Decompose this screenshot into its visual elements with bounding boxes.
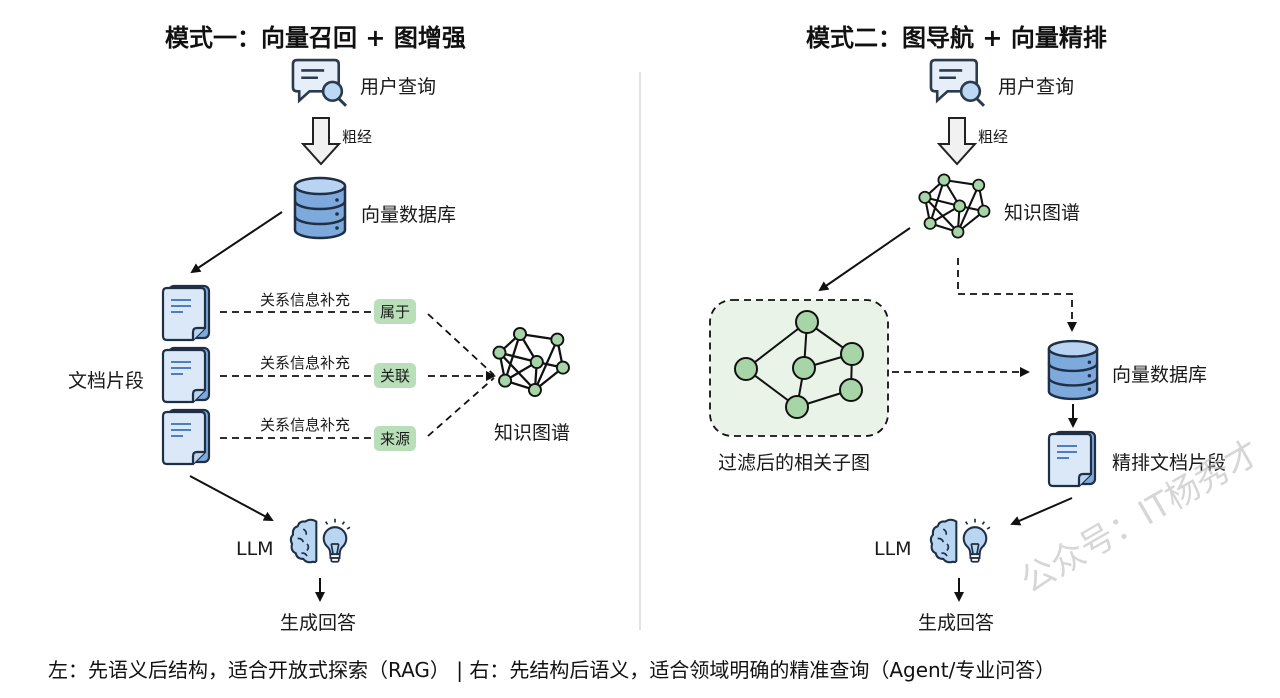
relation-tag-associated: 关联	[374, 363, 417, 388]
kg-to-db-dashed-line	[957, 258, 1077, 332]
relation-label: 关系信息补充	[260, 291, 351, 309]
subgraph-icon	[734, 310, 864, 419]
coarse-arrow-icon	[300, 117, 342, 166]
footer-summary: 左：先语义后结构，适合开放式探索（RAG） | 右：先结构后语义，适合领域明确的…	[48, 658, 1056, 682]
right-knowledge-graph-label: 知识图谱	[1004, 202, 1081, 224]
arrow-docs-to-llm	[1010, 497, 1073, 526]
right-answer-label: 生成回答	[918, 612, 995, 634]
ranked-docs-label: 精排文档片段	[1112, 452, 1227, 474]
right-user-query-label: 用户查询	[998, 76, 1075, 98]
doc-fragment-icon	[161, 408, 211, 466]
knowledge-graph-icon	[918, 173, 991, 239]
subgraph-label: 过滤后的相关子图	[718, 452, 871, 474]
left-coarse-label: 粗经	[342, 128, 373, 146]
llm-brain-bulb-icon	[289, 517, 351, 564]
right-llm-label: LLM	[874, 538, 912, 560]
relation-tag-belongs: 属于	[374, 299, 417, 324]
left-answer-label: 生成回答	[280, 612, 357, 634]
coarse-arrow-icon	[936, 117, 978, 166]
relation-label: 关系信息补充	[260, 416, 351, 434]
vector-db-icon	[293, 176, 347, 240]
right-mode-title: 模式二：图导航 + 向量精排	[806, 24, 1107, 52]
doc-fragment-icon	[161, 284, 211, 342]
left-llm-label: LLM	[236, 538, 274, 560]
knowledge-graph-icon	[492, 326, 571, 398]
doc-fragments-label: 文档片段	[68, 370, 145, 392]
ranked-docs-icon	[1047, 430, 1097, 488]
vector-db-icon	[1047, 339, 1099, 401]
right-coarse-label: 粗经	[978, 128, 1009, 146]
left-vector-db-label: 向量数据库	[361, 204, 457, 226]
tag-to-kg-line	[427, 377, 495, 437]
left-user-query-label: 用户查询	[360, 76, 437, 98]
left-knowledge-graph-label: 知识图谱	[494, 422, 571, 444]
right-vector-db-label: 向量数据库	[1112, 364, 1208, 386]
arrow-kg-to-subgraph	[818, 227, 911, 292]
tag-to-kg-line	[427, 313, 495, 376]
arrow-docs-to-llm	[189, 475, 274, 521]
relation-tag-source: 来源	[374, 426, 417, 451]
llm-brain-bulb-icon	[929, 517, 991, 564]
left-mode-title: 模式一：向量召回 + 图增强	[165, 24, 466, 52]
user-query-icon	[291, 58, 348, 108]
doc-fragment-icon	[161, 346, 211, 404]
user-query-icon	[929, 58, 986, 108]
arrow-db-to-docs	[190, 211, 283, 274]
relation-label: 关系信息补充	[260, 354, 351, 372]
